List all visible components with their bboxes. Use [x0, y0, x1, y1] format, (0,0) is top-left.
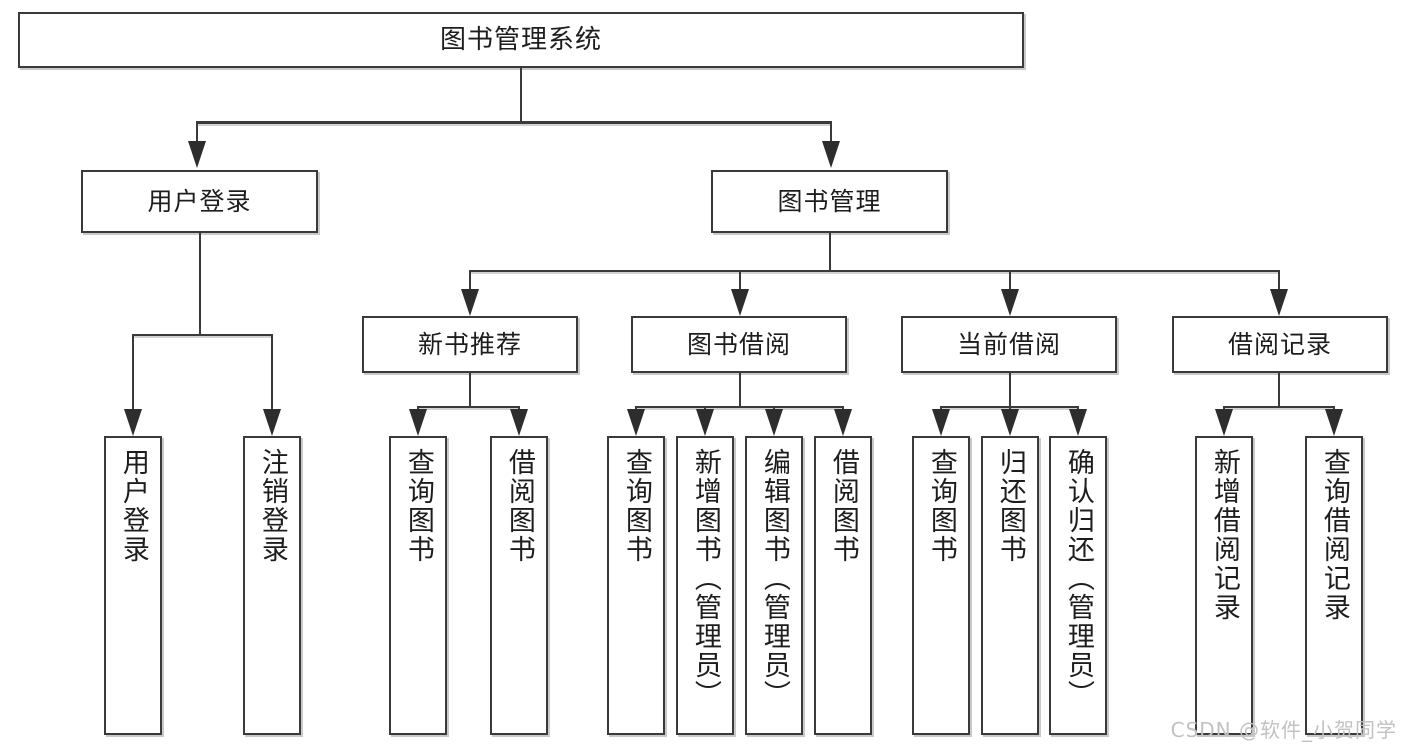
arrow-to-cb-leaf-2 [1001, 409, 1019, 436]
connector-bb-stem [738, 373, 741, 407]
watermark-csdn: CSDN @软件_小贺同学 [1170, 718, 1397, 742]
connector-root-drop-left [195, 121, 198, 143]
arrow-to-user-login-leaf [124, 409, 142, 436]
connector-nbr-bus [418, 405, 519, 408]
leaf-label: 新增借阅记录 [1208, 448, 1240, 622]
connector-root-drop-right [829, 121, 832, 143]
leaf-query-borrow-record[interactable]: 查询借阅记录 [1305, 436, 1363, 735]
connector-bm-drop-2 [738, 269, 741, 292]
leaf-logout[interactable]: 注销登录 [243, 436, 301, 735]
connector-root-bus [197, 121, 831, 124]
node-label: 借阅记录 [1227, 330, 1332, 359]
node-borrow-record[interactable]: 借阅记录 [1172, 316, 1388, 373]
arrow-to-bb-leaf-2 [696, 409, 714, 436]
leaf-add-book-admin[interactable]: 新增图书（管理员） [676, 436, 734, 735]
connector-br-stem [1277, 373, 1280, 407]
leaf-label: 归还图书 [994, 448, 1026, 564]
connector-bm-drop-3 [1008, 269, 1011, 292]
leaf-label: 新增图书（管理员） [689, 448, 721, 709]
leaf-query-books-current[interactable]: 查询图书 [912, 436, 970, 735]
node-label: 新书推荐 [417, 330, 522, 359]
arrow-to-bb-leaf-1 [627, 409, 645, 436]
leaf-label: 编辑图书（管理员） [758, 448, 790, 709]
arrow-to-br-leaf-1 [1215, 409, 1233, 436]
connector-book-management-stem [828, 233, 831, 271]
arrow-to-bb-leaf-3 [765, 409, 783, 436]
arrow-to-nbr-leaf-2 [510, 409, 528, 436]
leaf-borrow-books-recommend[interactable]: 借阅图书 [490, 436, 548, 735]
leaf-edit-book-admin[interactable]: 编辑图书（管理员） [745, 436, 803, 735]
node-current-borrow[interactable]: 当前借阅 [901, 316, 1117, 373]
leaf-query-books-borrow[interactable]: 查询图书 [607, 436, 665, 735]
leaf-user-login[interactable]: 用户登录 [104, 436, 162, 735]
node-root-book-management-system[interactable]: 图书管理系统 [18, 12, 1024, 68]
arrow-to-new-book-recommend [461, 289, 479, 316]
arrow-to-book-borrow [731, 289, 749, 316]
connector-user-login-bus [133, 333, 272, 336]
leaf-query-books-recommend[interactable]: 查询图书 [389, 436, 447, 735]
leaf-label: 用户登录 [117, 448, 149, 564]
node-label: 用户登录 [147, 187, 252, 216]
connector-user-login-drop-1 [131, 333, 134, 412]
arrow-to-user-login [188, 141, 206, 168]
leaf-label: 注销登录 [256, 448, 288, 564]
connector-cb-stem [1008, 373, 1011, 407]
leaf-label: 借阅图书 [827, 448, 859, 564]
node-label: 图书管理系统 [439, 25, 602, 55]
leaf-return-books[interactable]: 归还图书 [981, 436, 1039, 735]
node-new-book-recommend[interactable]: 新书推荐 [362, 316, 578, 373]
node-book-management[interactable]: 图书管理 [711, 170, 948, 233]
leaf-add-borrow-record[interactable]: 新增借阅记录 [1195, 436, 1253, 735]
node-label: 图书管理 [777, 187, 882, 216]
arrow-to-book-management [822, 141, 840, 168]
leaf-label: 查询借阅记录 [1318, 448, 1350, 622]
connector-book-management-bus [470, 269, 1279, 272]
arrow-to-logout-leaf [263, 409, 281, 436]
leaf-label: 确认归还（管理员） [1062, 448, 1094, 709]
arrow-to-br-leaf-2 [1325, 409, 1343, 436]
connector-bm-drop-4 [1277, 269, 1280, 292]
node-user-login[interactable]: 用户登录 [81, 170, 318, 233]
leaf-label: 查询图书 [925, 448, 957, 564]
connector-user-login-stem [198, 233, 201, 335]
leaf-confirm-return-admin[interactable]: 确认归还（管理员） [1049, 436, 1107, 735]
connector-bb-bus [636, 405, 843, 408]
arrow-to-bb-leaf-4 [834, 409, 852, 436]
leaf-label: 借阅图书 [503, 448, 535, 564]
connector-bm-drop-1 [468, 269, 471, 292]
connector-nbr-stem [468, 373, 471, 407]
arrow-to-current-borrow [1001, 289, 1019, 316]
node-label: 当前借阅 [956, 330, 1061, 359]
leaf-label: 查询图书 [620, 448, 652, 564]
leaf-label: 查询图书 [402, 448, 434, 564]
arrow-to-borrow-record [1270, 289, 1288, 316]
leaf-borrow-books[interactable]: 借阅图书 [814, 436, 872, 735]
arrow-to-nbr-leaf-1 [409, 409, 427, 436]
arrow-to-cb-leaf-3 [1069, 409, 1087, 436]
connector-user-login-drop-2 [270, 333, 273, 412]
connector-br-bus [1224, 405, 1334, 408]
node-book-borrow[interactable]: 图书借阅 [631, 316, 847, 373]
arrow-to-cb-leaf-1 [932, 409, 950, 436]
node-label: 图书借阅 [686, 330, 791, 359]
connector-root-stem [519, 68, 522, 123]
